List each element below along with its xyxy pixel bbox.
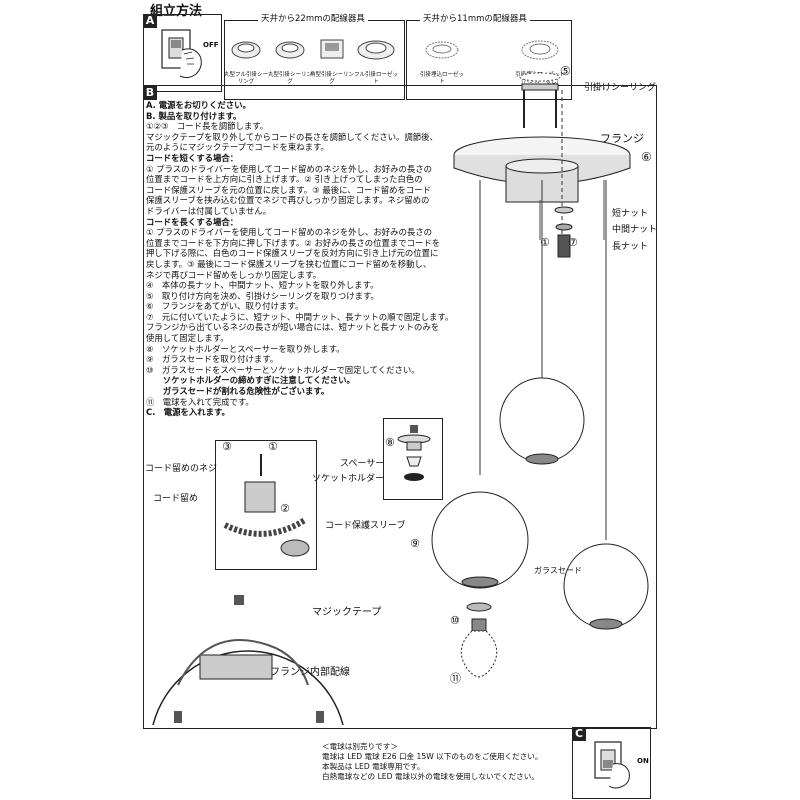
- short-nut-label: 短ナット: [612, 209, 649, 219]
- fixture-label-4: フル引掛ローゼット: [353, 72, 398, 85]
- bulb-note-line-4: 白熱電球などの LED 電球以外の電球を使用しないでください。: [322, 772, 539, 781]
- wiring-11mm-header: 天井から11mmの配線器具: [420, 12, 530, 24]
- fixture-label-3: 角型引掛シーリング: [309, 72, 354, 85]
- instruction-line: マジックテープを取り外してからコードの長さを調節してください。調節後、: [146, 131, 438, 142]
- middle-nut-label: 中間ナット: [612, 225, 658, 235]
- bulb-note-line-2: 電球は LED 電球 E26 口金 15W 以下のものをご使用ください。: [322, 752, 543, 761]
- cord-clamp-panel: [215, 440, 317, 570]
- glass-shade-label: ガラスセード: [534, 566, 582, 575]
- bulb-note-line-3: 本製品は LED 電球専用です。: [322, 762, 425, 771]
- nuts-illustration: [554, 206, 574, 258]
- instruction-line: フランジから出ているネジの長さが短い場合には、短ナットと長ナットのみを: [146, 322, 440, 333]
- instruction-line: 使用して固定します。: [146, 333, 229, 344]
- switch-off-illustration: [161, 29, 202, 79]
- long-nut-label: 長ナット: [612, 242, 649, 252]
- instruction-line: ① プラスのドライバーを使用してコード留めのネジを外し、お好みの長さの: [146, 163, 432, 174]
- flange-wiring-label: フランジ内部配線: [270, 667, 350, 678]
- step-4-marker: ①: [540, 236, 550, 249]
- ceiling-hook-label: 引掛けシーリング: [584, 83, 657, 93]
- step-3-marker: ③: [222, 440, 232, 453]
- fixture-icons: [231, 39, 559, 60]
- instruction-line: ⑪ 電球を入れて完成です。: [146, 396, 254, 407]
- instruction-line: ソケットホルダーの締めすぎに注意してください。: [146, 375, 355, 386]
- instruction-line: ① プラスのドライバーを使用してコード留めのネジを外し、お好みの長さの: [146, 227, 432, 238]
- instruction-line: ⑧ ソケットホルダーとスペーサーを取り外します。: [146, 343, 345, 354]
- pendant-lights: [431, 180, 649, 630]
- flange-bottom-view: [152, 595, 344, 726]
- instruction-line: コード保護スリーブを元の位置に戻します。③ 最後に、コード留めをコード: [146, 184, 431, 195]
- bulb-note-line-1: ＜電球は別売りです＞: [322, 742, 398, 751]
- instruction-line: 位置までコードを下方向に押し下げます。② お好みの長さの位置までコードを: [146, 237, 441, 248]
- instruction-line: ①②③ コード長を調節します。: [146, 121, 269, 132]
- fixture-label-2: 丸型引掛シーリング: [267, 72, 312, 85]
- magic-tape-label: マジックテープ: [312, 607, 382, 618]
- instruction-line: ガラスセードが割れる危険性がございます。: [146, 386, 330, 397]
- instruction-line: コードを短くする場合：: [146, 152, 239, 163]
- section-b-label: B: [143, 86, 157, 100]
- instruction-line: B. 製品を取り付けます。: [146, 110, 242, 121]
- instruction-line: 押し下げる際に、白色のコード保護スリーブを反対方向に引き上げ元の位置に: [146, 248, 439, 259]
- step-8-marker: ⑧: [385, 436, 395, 449]
- socket-holder-label: ソケットホルダー: [312, 474, 385, 484]
- instruction-line: ⑦ 元に付いていたように、短ナット、中間ナット、長ナットの順で固定します。: [146, 311, 454, 322]
- instruction-line: ⑩ ガラスセードをスペーサーとソケットホルダーで固定してください。: [146, 364, 420, 375]
- section-c-panel: [572, 727, 651, 799]
- instruction-line: コードを長くする場合：: [146, 216, 239, 227]
- step-10-marker: ⑩: [450, 614, 460, 627]
- switch-on-illustration: [594, 741, 630, 789]
- socket-detail-panel: [383, 418, 443, 500]
- cord-clamp-illustration: [223, 454, 310, 557]
- cord-clamp-label: コード留め: [153, 494, 199, 504]
- instruction-line: 位置までコードを上方向に引き上げます。② 引き上げってしまった白色の: [146, 174, 423, 185]
- step-2-marker: ②: [280, 502, 290, 515]
- instruction-line: A. 電源をお切りください。: [146, 100, 251, 110]
- wiring-22mm-header: 天井から22mmの配線器具: [258, 12, 368, 24]
- step-11-marker: ⑪: [450, 672, 461, 685]
- flange-label: フランジ: [600, 132, 644, 145]
- step-6-marker: ⑥: [641, 150, 652, 164]
- socket-detail-icons: [397, 425, 431, 481]
- section-b-panel: [143, 85, 657, 729]
- section-a-label: A: [143, 14, 157, 28]
- instruction-line: 元のようにマジックテープでコードを束ねます。: [146, 142, 329, 153]
- instruction-line: 保護スリーブを挟み込む位置でネジで再びしっかり固定します。ネジ留めの: [146, 195, 430, 206]
- instruction-line: 戻します。③ 最後にコード保護スリーブを挟む位置にコード留めを移動し、: [146, 258, 432, 269]
- instruction-line: ⑤ 取り付け方向を決め、引掛けシーリングを取りつけます。: [146, 290, 379, 301]
- instruction-line: C. 電源を入れます。: [146, 407, 230, 418]
- cord-sleeve-label: コード保護スリーブ: [325, 521, 406, 531]
- instruction-line: ⑥ フランジをあてがい、取り付けます。: [146, 301, 304, 312]
- instructions: A. 電源をお切りください。B. 製品を取り付けます。①②③ コード長を調節しま…: [146, 100, 454, 418]
- section-a-panel: [143, 14, 222, 92]
- instruction-line: ネジで再びコード留めをしっかり固定します。: [146, 269, 322, 280]
- section-c-label: C: [572, 727, 586, 741]
- instruction-line: ドライバーは付属していません。: [146, 205, 271, 216]
- page-title: 組立方法: [150, 4, 203, 19]
- step-5-marker: ⑤: [560, 64, 571, 78]
- instruction-line: ⑨ ガラスセードを取り付けます。: [146, 354, 279, 365]
- cord-screw-label: コード留めのネジ: [145, 464, 218, 474]
- instruction-line: ④ 本体の長ナット、中間ナット、短ナットを取り外します。: [146, 280, 379, 291]
- step-9-marker: ⑨: [410, 537, 420, 550]
- step-7-marker: ⑦: [568, 236, 578, 249]
- step-1-marker: ①: [268, 440, 278, 453]
- fixture-label-1: 丸型フル引掛シーリング: [223, 72, 268, 85]
- bulb-illustration: [460, 602, 498, 678]
- fixture-label-5: 引掛埋込ローゼット: [419, 72, 464, 85]
- switch-off-text: OFF: [203, 41, 219, 49]
- spacer-label: スペーサー: [340, 459, 385, 469]
- switch-on-text: ON: [637, 757, 649, 765]
- bulb-note: ＜電球は別売りです＞ 電球は LED 電球 E26 口金 15W 以下のものをご…: [322, 742, 542, 782]
